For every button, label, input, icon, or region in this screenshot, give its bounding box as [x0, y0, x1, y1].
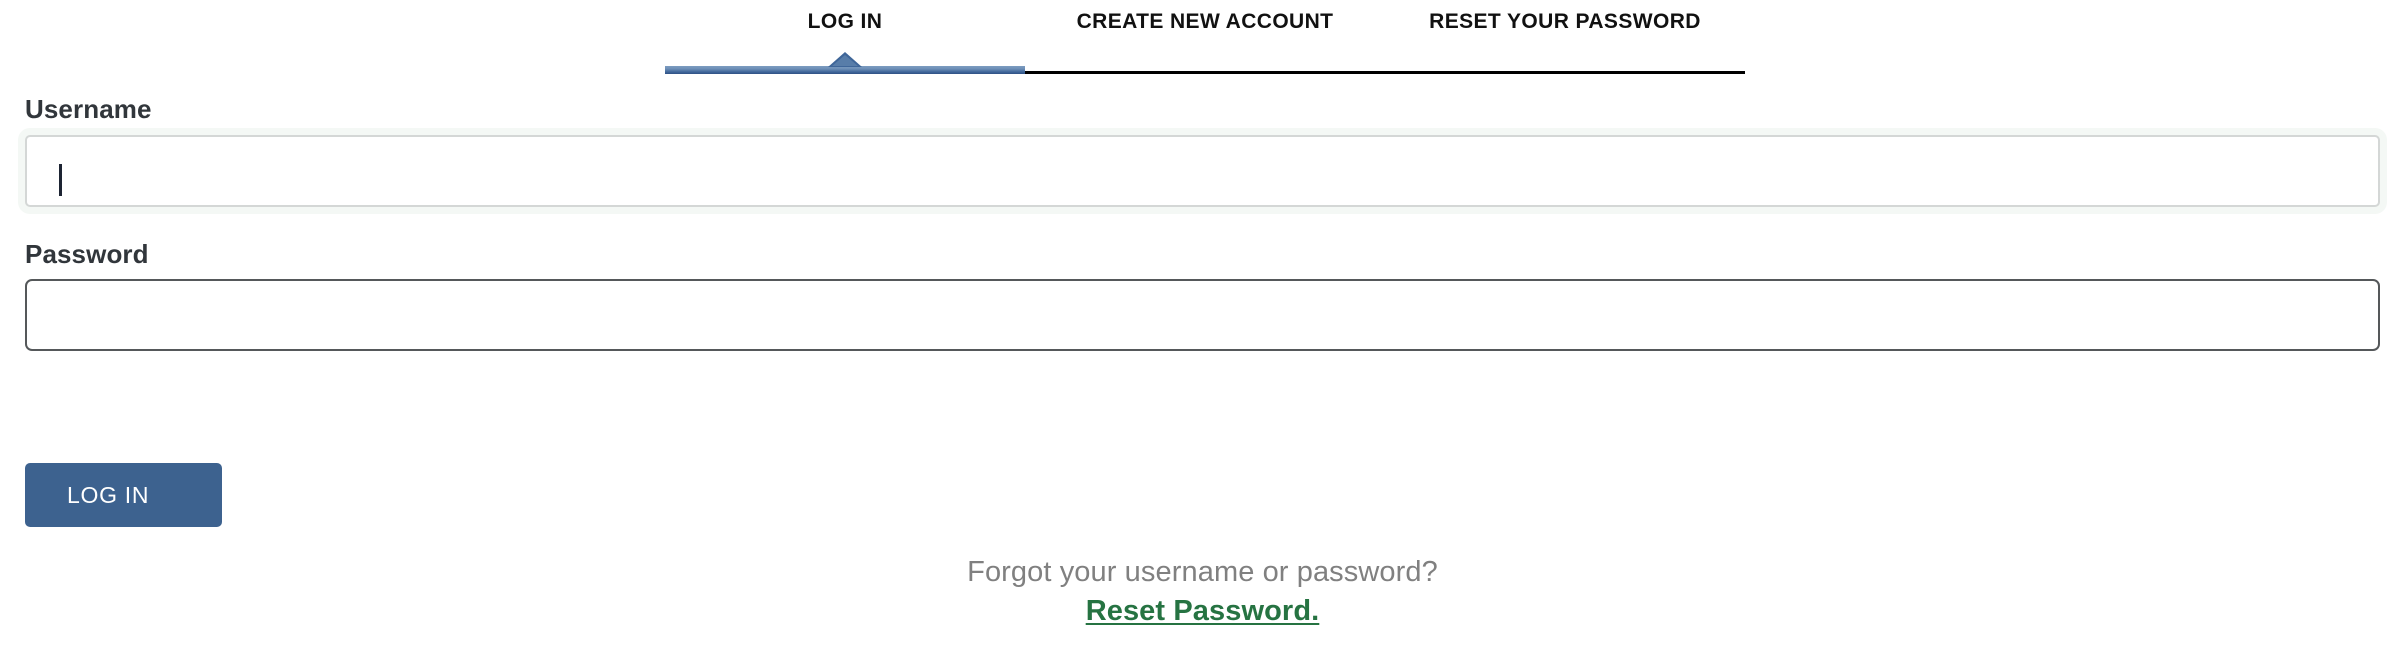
password-input[interactable]: [25, 279, 2380, 352]
log-in-button[interactable]: LOG IN: [25, 463, 222, 527]
tab-active-pointer-highlight-icon: [832, 55, 858, 66]
tab-active-rail: [665, 66, 1025, 74]
password-label: Password: [25, 238, 149, 269]
username-input-wrap: [25, 134, 2380, 207]
username-input[interactable]: [25, 134, 2380, 207]
footer: Forgot your username or password? Reset …: [0, 555, 2405, 628]
text-caret: [59, 163, 62, 196]
tab-rail: [665, 71, 1745, 74]
tab-labels: LOG IN CREATE NEW ACCOUNT RESET YOUR PAS…: [665, 0, 1745, 62]
password-input-wrap: [25, 279, 2380, 352]
tab-reset-your-password[interactable]: RESET YOUR PASSWORD: [1429, 10, 1701, 33]
reset-password-link[interactable]: Reset Password.: [1085, 595, 1320, 628]
tab-log-in[interactable]: LOG IN: [807, 10, 883, 33]
login-form: Username Password: [25, 94, 2380, 352]
username-label: Username: [25, 94, 152, 124]
forgot-credentials-text: Forgot your username or password?: [967, 556, 1438, 588]
tab-create-new-account[interactable]: CREATE NEW ACCOUNT: [1076, 10, 1334, 33]
auth-tab-bar: LOG IN CREATE NEW ACCOUNT RESET YOUR PAS…: [0, 0, 2405, 74]
